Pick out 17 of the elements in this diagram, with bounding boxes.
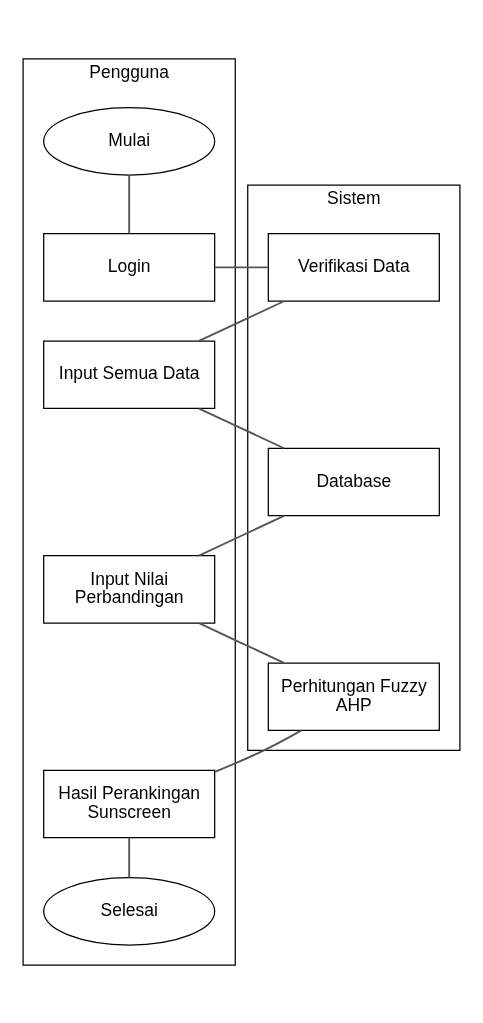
connector <box>128 836 131 878</box>
node-box: Verifikasi Data <box>267 232 440 302</box>
node-box: Login <box>43 232 216 302</box>
connector <box>213 265 269 268</box>
node-box: Database <box>267 447 440 516</box>
connector <box>198 514 285 556</box>
connector <box>128 173 131 234</box>
node-ellipse: Selesai <box>43 876 216 946</box>
node-box: Hasil Perankingan Sunscreen <box>43 769 216 838</box>
node-ellipse: Mulai <box>43 106 216 176</box>
connector <box>213 728 303 773</box>
connector <box>198 299 285 342</box>
node-box: Input Nilai Perbandingan <box>43 554 216 624</box>
node-box: Perhitungan Fuzzy AHP <box>267 661 440 731</box>
connector <box>198 621 285 664</box>
connector <box>198 407 285 449</box>
node-box: Input Semua Data <box>43 339 216 409</box>
